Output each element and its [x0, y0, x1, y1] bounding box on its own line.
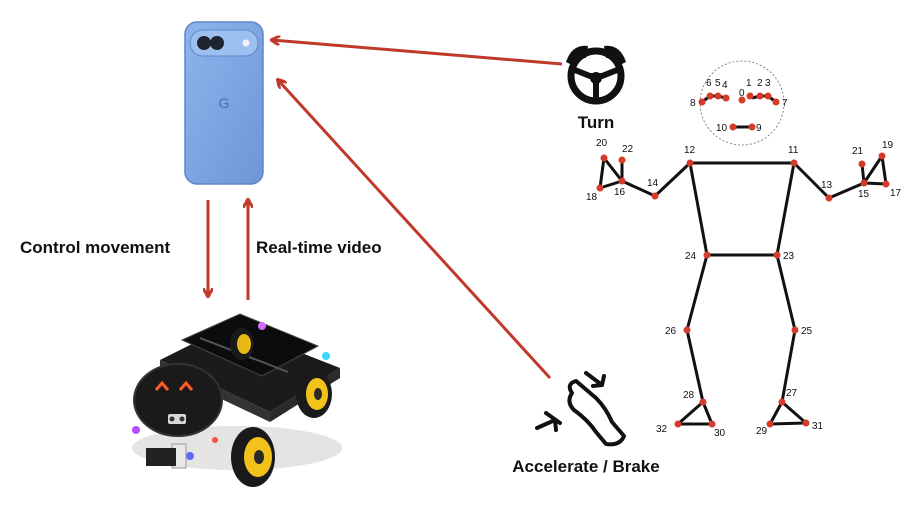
keypoint-label-29: 29 — [756, 426, 768, 437]
led-purple — [132, 426, 140, 434]
keypoint-1 — [746, 92, 754, 100]
keypoint-label-19: 19 — [882, 140, 894, 151]
keypoint-32 — [674, 420, 682, 428]
wheel-rear-left — [230, 328, 254, 360]
keypoint-label-4: 4 — [722, 80, 728, 91]
keypoint-10 — [729, 123, 737, 131]
keypoint-7 — [772, 98, 780, 106]
label-turn: Turn — [578, 113, 615, 132]
foot-pedal-icon — [535, 371, 626, 447]
led-magenta — [258, 322, 266, 330]
robot-car — [132, 313, 342, 487]
keypoint-2 — [756, 92, 764, 100]
keypoint-21 — [858, 160, 866, 168]
keypoint-label-17: 17 — [890, 188, 902, 199]
keypoint-label-26: 26 — [665, 326, 677, 337]
keypoint-label-20: 20 — [596, 138, 608, 149]
head-circle — [699, 60, 785, 146]
wheel-rear-right — [296, 370, 332, 418]
keypoint-label-10: 10 — [716, 123, 728, 134]
keypoint-label-12: 12 — [684, 145, 696, 156]
keypoint-22 — [618, 156, 626, 164]
keypoint-label-2: 2 — [757, 78, 763, 89]
label-accelerate-brake: Accelerate / Brake — [512, 457, 659, 476]
keypoint-label-16: 16 — [614, 187, 626, 198]
led-red — [212, 437, 218, 443]
keypoint-14 — [651, 192, 659, 200]
keypoint-8 — [698, 98, 706, 106]
led-blue — [186, 452, 194, 460]
keypoint-24 — [703, 251, 711, 259]
keypoint-label-21: 21 — [852, 146, 864, 157]
skeleton-lines — [598, 94, 888, 426]
keypoint-31 — [802, 419, 810, 427]
keypoint-label-14: 14 — [647, 178, 659, 189]
keypoint-20 — [600, 154, 608, 162]
keypoint-4 — [722, 94, 730, 102]
keypoint-29 — [766, 420, 774, 428]
keypoint-label-30: 30 — [714, 428, 726, 439]
keypoint-16 — [618, 177, 626, 185]
keypoint-label-22: 22 — [622, 144, 634, 155]
phone-brand-letter: G — [219, 95, 230, 111]
keypoint-label-7: 7 — [782, 98, 788, 109]
keypoint-label-28: 28 — [683, 390, 695, 401]
keypoint-27 — [778, 398, 786, 406]
arrow-turn-to-phone — [272, 40, 563, 66]
keypoint-30 — [708, 420, 716, 428]
keypoint-11 — [790, 159, 798, 167]
keypoint-15 — [860, 179, 868, 187]
keypoint-label-24: 24 — [685, 251, 697, 262]
keypoint-label-5: 5 — [715, 78, 721, 89]
keypoint-label-9: 9 — [756, 123, 762, 134]
keypoint-label-18: 18 — [586, 192, 598, 203]
keypoint-label-25: 25 — [801, 326, 813, 337]
keypoint-label-32: 32 — [656, 424, 668, 435]
keypoint-3 — [764, 92, 772, 100]
keypoint-label-15: 15 — [858, 189, 870, 200]
keypoint-label-0: 0 — [739, 88, 745, 99]
label-control-movement: Control movement — [20, 238, 171, 257]
keypoint-9 — [748, 123, 756, 131]
keypoint-label-11: 11 — [788, 145, 799, 156]
keypoint-18 — [596, 184, 604, 192]
keypoint-17 — [882, 180, 890, 188]
keypoint-label-13: 13 — [821, 180, 833, 191]
phone: G — [184, 21, 264, 185]
keypoint-label-8: 8 — [690, 98, 696, 109]
keypoint-label-3: 3 — [765, 78, 771, 89]
keypoint-0 — [738, 96, 746, 104]
keypoint-label-6: 6 — [706, 78, 712, 89]
keypoint-6 — [706, 92, 714, 100]
keypoint-25 — [791, 326, 799, 334]
keypoint-label-27: 27 — [786, 388, 798, 399]
keypoint-label-1: 1 — [746, 78, 752, 89]
led-cyan — [322, 352, 330, 360]
arrows — [208, 40, 563, 380]
steering-wheel-icon — [566, 45, 626, 105]
wheel-front-right — [231, 427, 275, 487]
led-face-display — [133, 363, 223, 437]
keypoint-label-23: 23 — [783, 251, 795, 262]
keypoint-12 — [686, 159, 694, 167]
keypoint-28 — [699, 398, 707, 406]
keypoint-13 — [825, 194, 833, 202]
keypoint-19 — [878, 152, 886, 160]
keypoint-26 — [683, 326, 691, 334]
keypoint-label-31: 31 — [812, 421, 824, 432]
keypoint-23 — [773, 251, 781, 259]
arrow-pedal-to-phone — [278, 80, 552, 380]
keypoint-5 — [714, 92, 722, 100]
label-realtime-video: Real-time video — [256, 238, 382, 257]
